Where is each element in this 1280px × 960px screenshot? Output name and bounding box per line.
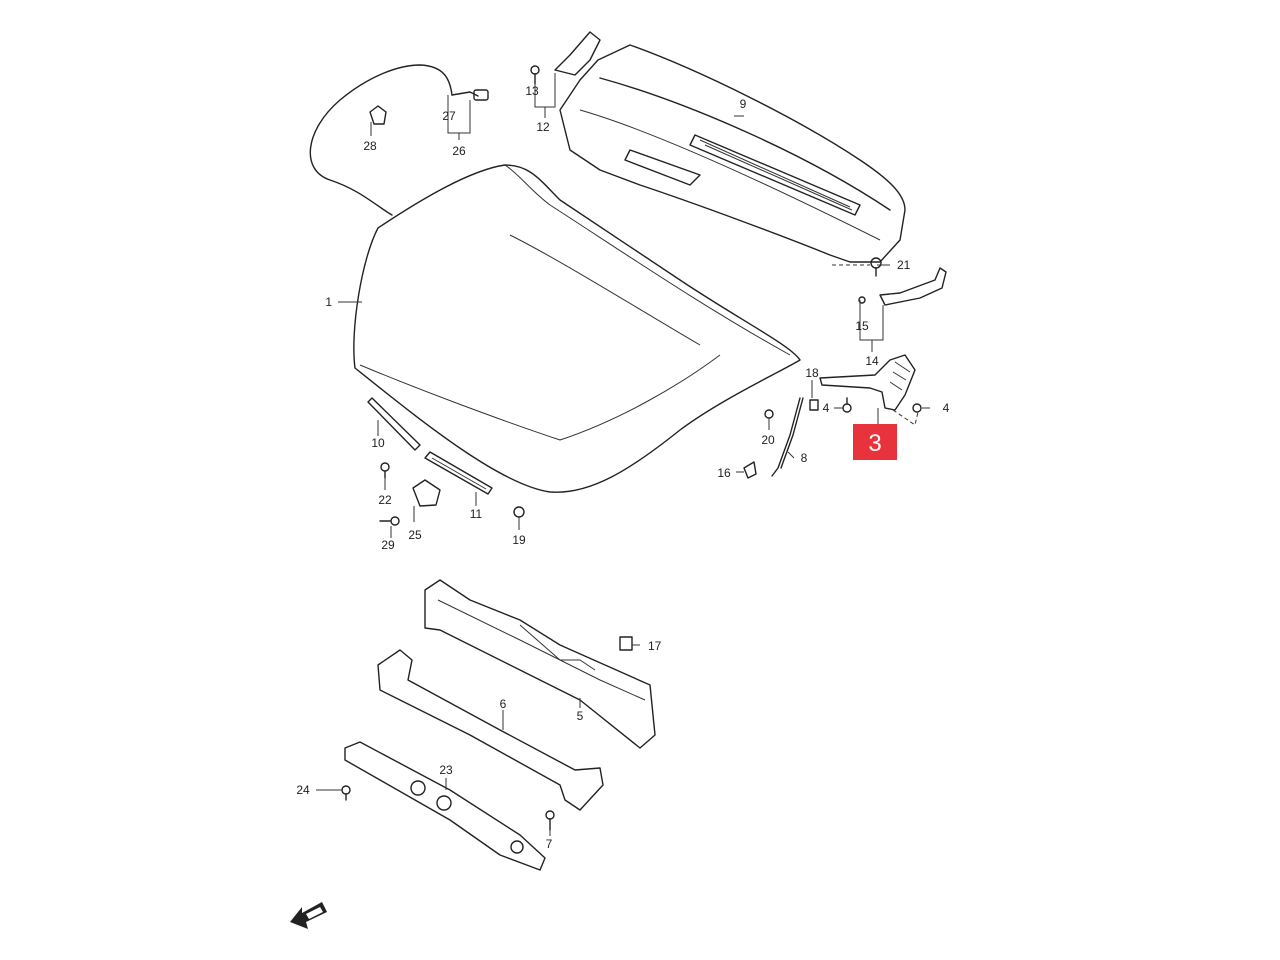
callout-20: 20 (761, 433, 775, 447)
callout-4-right: 4 (943, 401, 950, 415)
callout-15: 15 (855, 319, 869, 333)
callout-13: 13 (525, 84, 539, 98)
fasteners (341, 257, 922, 831)
callout-19: 19 (512, 533, 526, 547)
front-reinforcement (344, 741, 546, 871)
hinge-bracket-14 (879, 267, 947, 306)
callout-16: 16 (717, 466, 731, 480)
callout-12: 12 (536, 120, 550, 134)
leader-lines (316, 73, 930, 836)
callout-21: 21 (897, 258, 911, 272)
cowl-side-bracket (530, 31, 601, 85)
highlight-box (853, 424, 897, 460)
callout-23: 23 (439, 763, 453, 777)
hood-stay-rod (771, 397, 804, 477)
hood-panel (353, 164, 801, 493)
callout-26: 26 (452, 144, 466, 158)
hood-seal-10 (367, 397, 421, 451)
highlight-label: 3 (868, 430, 881, 457)
hood-release-cable (309, 64, 489, 216)
callout-22: 22 (378, 493, 392, 507)
front-direction-arrow-icon (290, 902, 327, 929)
callout-7: 7 (546, 837, 553, 851)
callout-1: 1 (325, 295, 332, 309)
callout-5: 5 (577, 709, 584, 723)
callout-27: 27 (442, 109, 456, 123)
callout-8: 8 (801, 451, 808, 465)
callout-25: 25 (408, 528, 422, 542)
callout-14: 14 (865, 354, 879, 368)
radiator-support-lower (377, 649, 604, 811)
cowl-top-panel (559, 44, 906, 263)
callout-9: 9 (740, 97, 747, 111)
callout-4-left: 4 (823, 401, 830, 415)
callout-18: 18 (805, 366, 819, 380)
callout-29: 29 (381, 538, 395, 552)
callout-17: 17 (648, 639, 662, 653)
highlighted-part-tag: 3 (853, 424, 897, 460)
radiator-support-upper (424, 579, 656, 749)
clip-28 (369, 105, 387, 125)
hood-hinge-part-3 (819, 354, 916, 411)
callout-24: 24 (296, 783, 310, 797)
hood-seal-11 (424, 451, 493, 495)
callout-labels: 1 9 13 12 27 26 28 21 15 14 18 4 4 20 8 … (296, 84, 949, 851)
callout-10: 10 (371, 436, 385, 450)
callout-11: 11 (470, 507, 483, 521)
callout-28: 28 (363, 139, 377, 153)
callout-6: 6 (500, 697, 507, 711)
